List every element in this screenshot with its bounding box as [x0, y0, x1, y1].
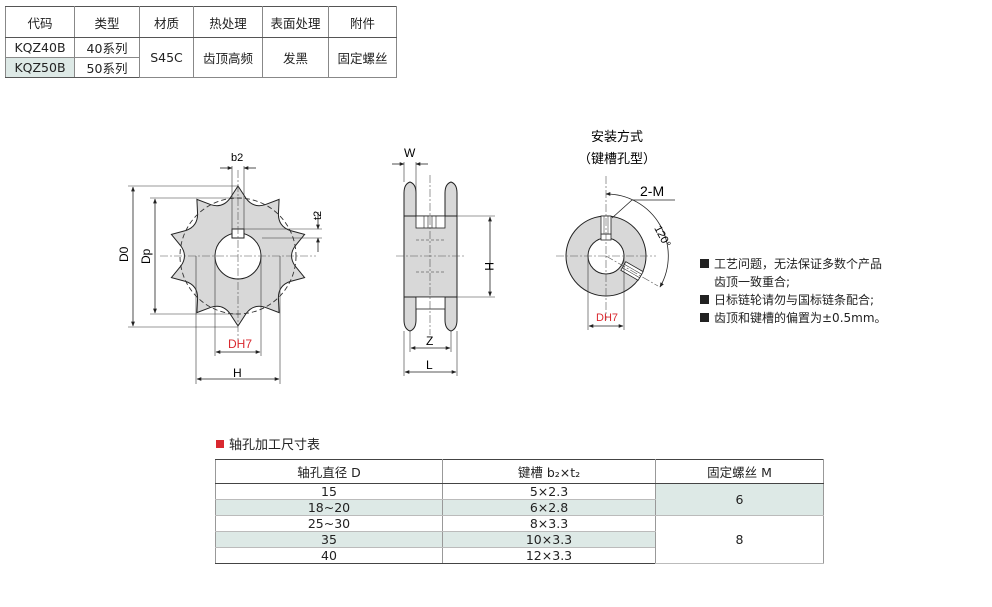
cell-k: 10×3.3: [442, 531, 656, 548]
sprocket-side-view: W H Z L: [392, 146, 496, 376]
cell-m: 6: [655, 483, 824, 516]
bore-table-title-text: 轴孔加工尺寸表: [229, 438, 321, 453]
cell-surface: 发黑: [262, 37, 329, 78]
table-row: 15 5×2.3 6: [215, 483, 824, 516]
label-D0: D0: [117, 246, 131, 262]
mounting-view: 安装方式 （键槽孔型） 2-M 120° DH7: [556, 129, 675, 330]
note-1b: 齿顶一致重合;: [714, 275, 791, 289]
header-screw: 固定螺丝 M: [655, 459, 824, 484]
cell-m: 8: [655, 515, 824, 564]
label-DH7: DH7: [228, 337, 252, 351]
label-Dp: Dp: [139, 248, 153, 264]
label-t2: t2: [312, 211, 324, 220]
table-row: 25~30 8×3.3 8: [215, 515, 824, 564]
label-120: 120°: [651, 224, 672, 250]
header-code: 代码: [5, 6, 75, 38]
table-row: 40 12×3.3: [215, 547, 824, 564]
header-shaft-diameter: 轴孔直径 D: [215, 459, 443, 484]
cell-d: 40: [215, 547, 443, 564]
cell-d: 35: [215, 531, 443, 548]
label-DH7-mount: DH7: [596, 312, 618, 324]
label-Z: Z: [426, 334, 433, 348]
cell-accessory: 固定螺丝: [328, 37, 397, 78]
cell-k: 8×3.3: [442, 515, 656, 532]
bore-table: 轴孔直径 D 键槽 b₂×t₂ 固定螺丝 M 15 5×2.3 6 18~20 …: [215, 459, 824, 564]
notes: 工艺问题，无法保证多数个产品 齿顶一致重合; 日标链轮请勿与国标链条配合; 齿顶…: [700, 255, 887, 327]
bullet-square: [700, 295, 709, 304]
label-H-side: H: [482, 262, 496, 271]
cell-type: 40系列: [74, 37, 140, 58]
table-row: 18~20 6×2.8: [215, 499, 824, 516]
title-marker: [216, 440, 224, 448]
cell-code: KQZ40B: [5, 37, 75, 58]
table-row: KQZ40B 40系列 S45C 齿顶高频 发黑 固定螺丝: [5, 37, 397, 78]
cell-k: 12×3.3: [442, 547, 656, 564]
header-accessory: 附件: [328, 6, 397, 38]
label-H: H: [233, 366, 242, 380]
cell-type: 50系列: [74, 57, 140, 78]
header-keyway: 键槽 b₂×t₂: [442, 459, 656, 484]
header-type: 类型: [74, 6, 140, 38]
label-W: W: [404, 146, 416, 160]
table-row: 35 10×3.3: [215, 531, 824, 548]
label-L: L: [426, 358, 433, 372]
bore-table-title: 轴孔加工尺寸表: [216, 434, 320, 453]
cell-d: 18~20: [215, 499, 443, 516]
mount-subtitle: （键槽孔型）: [578, 151, 656, 166]
label-b2: b2: [231, 152, 243, 164]
note-1a: 工艺问题，无法保证多数个产品: [714, 257, 883, 271]
header-heat-treatment: 热处理: [193, 6, 263, 38]
sprocket-front-view: b2 t2 D0 Dp DH7 H: [117, 152, 324, 384]
label-2M: 2-M: [640, 183, 664, 199]
note-3: 齿顶和键槽的偏置为±0.5mm。: [714, 311, 887, 325]
cell-d: 25~30: [215, 515, 443, 532]
note-2: 日标链轮请勿与国标链条配合;: [714, 293, 875, 307]
mount-title: 安装方式: [591, 129, 643, 144]
cell-k: 6×2.8: [442, 499, 656, 516]
cell-heat-treatment: 齿顶高频: [193, 37, 263, 78]
cell-k: 5×2.3: [442, 483, 656, 500]
bullet-square: [700, 313, 709, 322]
cell-d: 15: [215, 483, 443, 500]
bullet-square: [700, 259, 709, 268]
spec-table: 代码 类型 材质 热处理 表面处理 附件 KQZ40B 40系列 S45C 齿顶…: [5, 6, 397, 78]
cell-code: KQZ50B: [5, 57, 75, 78]
